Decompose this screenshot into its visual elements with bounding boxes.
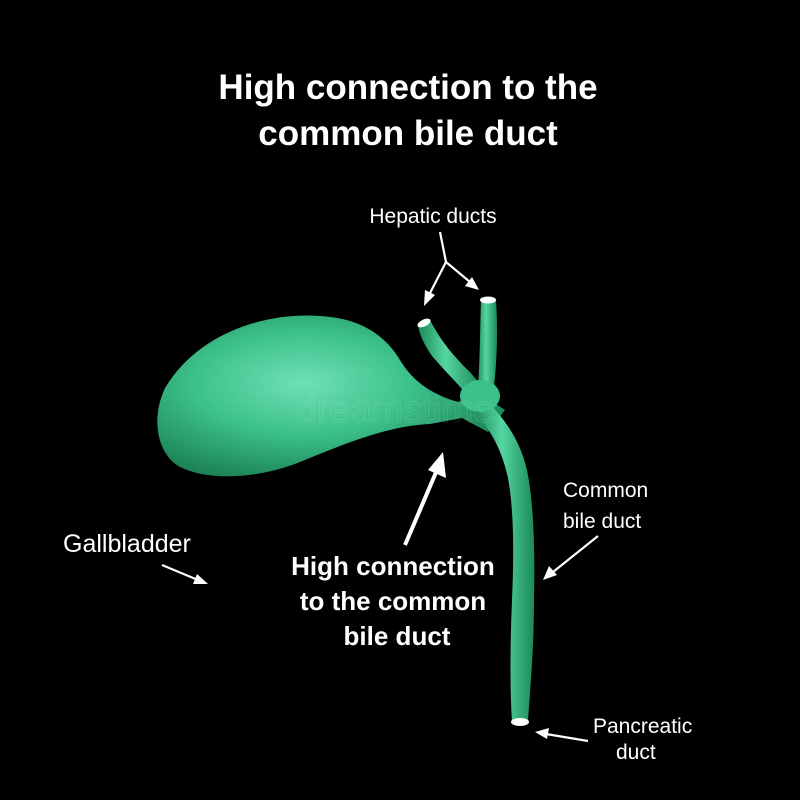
title-line-1: High connection to the xyxy=(218,68,597,107)
hepatic-ducts-arrows xyxy=(424,231,479,306)
high-connection-label-line-1: High connection xyxy=(291,551,495,581)
pancreatic-duct-arrow xyxy=(535,728,589,743)
hepatic-ducts-label: Hepatic ducts xyxy=(369,205,496,228)
pancreatic-duct-opening xyxy=(511,718,529,726)
common-bile-duct-arrow xyxy=(543,535,599,580)
title-line-2: common bile duct xyxy=(258,114,558,153)
common-bile-duct-label-line-2: bile duct xyxy=(563,510,641,533)
left-hepatic-duct-shape xyxy=(418,320,480,398)
duct-junction-shape xyxy=(460,380,500,412)
common-bile-duct-shape xyxy=(475,400,535,722)
high-connection-label-line-2: to the common xyxy=(300,586,486,616)
left-hepatic-opening xyxy=(417,318,431,328)
gallbladder-shape xyxy=(157,315,505,477)
right-hepatic-opening xyxy=(480,296,496,304)
gallbladder-label: Gallbladder xyxy=(63,530,191,558)
pancreatic-duct-label-line-1: Pancreatic xyxy=(593,715,692,738)
watermark: dreamstime xyxy=(296,389,495,431)
pancreatic-duct-label-line-2: duct xyxy=(616,741,656,764)
common-bile-duct-label-line-1: Common xyxy=(563,479,648,502)
gallbladder-arrow xyxy=(161,563,208,584)
high-connection-label-line-3: bile duct xyxy=(344,621,451,651)
high-connection-arrow xyxy=(403,452,446,546)
